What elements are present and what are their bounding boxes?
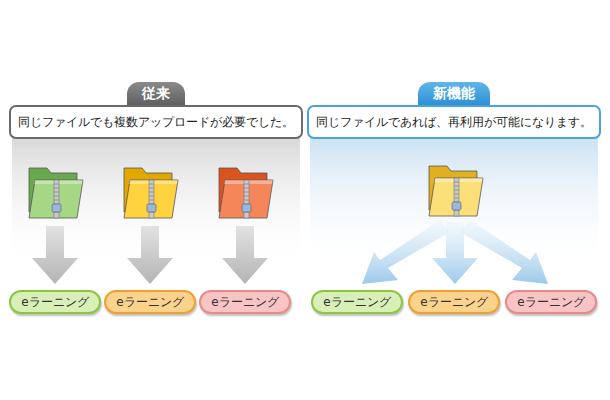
- course-pill-text: eラーニング: [21, 294, 88, 311]
- course-pill-text: eラーニング: [116, 294, 183, 311]
- message-box: 同じファイルであれば、再利用が可能になります。: [307, 105, 601, 139]
- course-pill: eラーニング: [408, 290, 500, 314]
- course-pill: eラーニング: [104, 290, 196, 314]
- tab-label: 従来: [127, 82, 185, 106]
- fan-arrows: [362, 220, 548, 284]
- tab-label-text: 従来: [142, 85, 170, 103]
- course-pill: eラーニング: [311, 290, 403, 314]
- tab-label: 新機能: [418, 82, 490, 106]
- message-box: 同じファイルでも複数アップロードが必要でした。: [9, 105, 303, 139]
- course-pill: eラーニング: [505, 290, 597, 314]
- course-pill-text: eラーニング: [323, 294, 390, 311]
- message-box-text: 同じファイルであれば、再利用が可能になります。: [316, 115, 592, 130]
- tab-label-text: 新機能: [433, 85, 475, 103]
- grey-arrows: [32, 226, 268, 284]
- course-pill: eラーニング: [199, 290, 291, 314]
- message-box-text: 同じファイルでも複数アップロードが必要でした。: [18, 115, 294, 130]
- course-pill-text: eラーニング: [517, 294, 584, 311]
- course-pill-text: eラーニング: [420, 294, 487, 311]
- course-pill-text: eラーニング: [211, 294, 278, 311]
- folder-icons: [29, 166, 483, 218]
- course-pill: eラーニング: [9, 290, 101, 314]
